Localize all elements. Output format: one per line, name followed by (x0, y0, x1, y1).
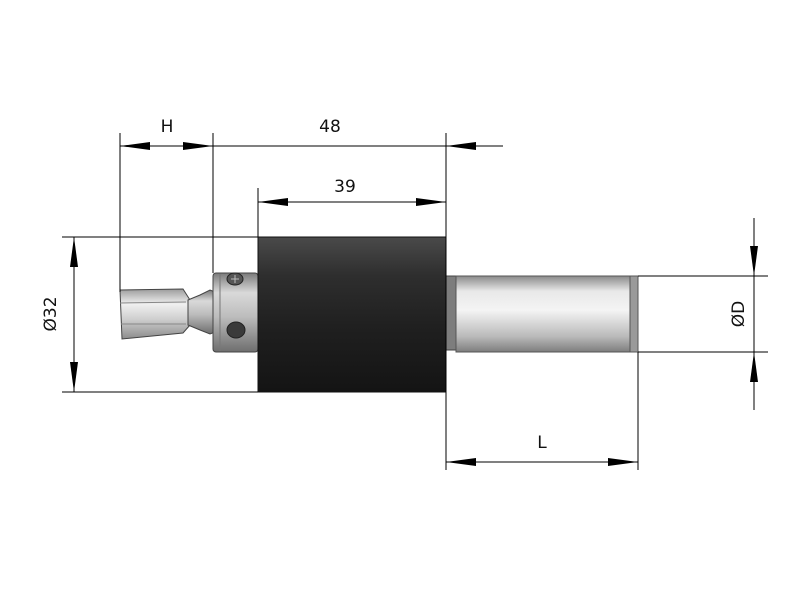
dimension-labels: H 48 39 Ø32 ØD L (41, 117, 749, 453)
screw-hole-icon (226, 321, 246, 339)
arrow-icon (446, 458, 476, 466)
holder-body (257, 236, 447, 393)
bit-neck (187, 289, 216, 335)
dimension-lines (62, 133, 768, 470)
arrow-icon (446, 142, 476, 150)
arrow-icon (70, 237, 78, 267)
dim-label-39: 39 (334, 177, 356, 197)
arrow-icon (750, 246, 758, 276)
dim-label-h: H (161, 117, 174, 137)
tool-holder (119, 236, 639, 393)
arrow-icon (70, 362, 78, 392)
arrow-icon (608, 458, 638, 466)
shank (445, 275, 639, 353)
dim-label-48: 48 (319, 117, 341, 137)
hex-bit (119, 288, 191, 340)
arrow-icon (120, 142, 150, 150)
dim-label-l: L (537, 433, 547, 453)
arrow-icon (183, 142, 213, 150)
arrow-icon (416, 198, 446, 206)
dim-label-diameter-32: Ø32 (41, 296, 61, 331)
arrow-icon (750, 352, 758, 382)
collar (212, 272, 259, 353)
arrow-icon (258, 198, 288, 206)
dim-label-diameter-d: ØD (729, 301, 749, 327)
